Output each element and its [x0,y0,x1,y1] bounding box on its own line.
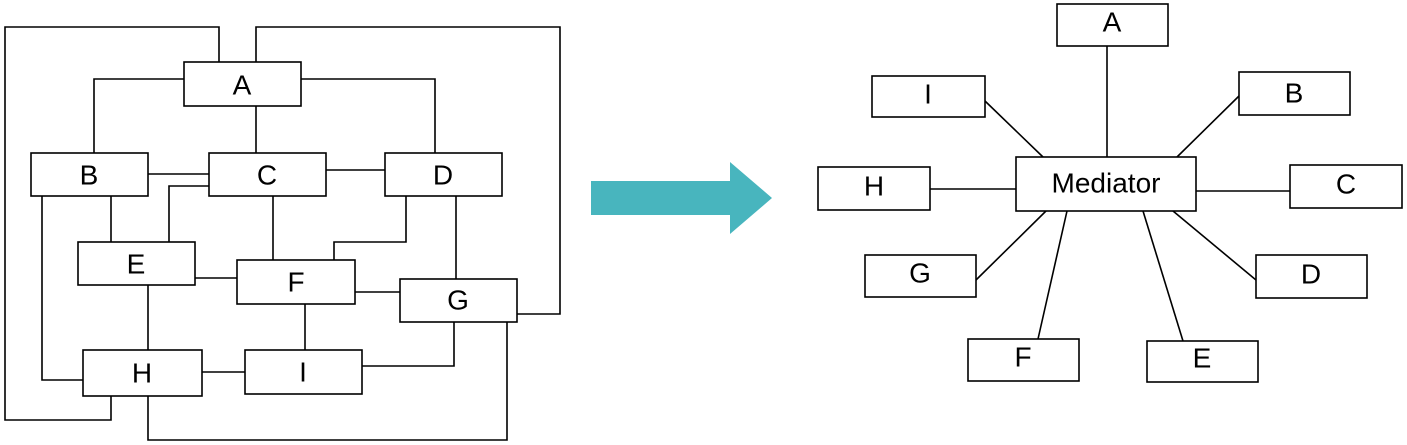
right-node-g: G [864,254,977,298]
right-node-a: A [1056,3,1169,47]
left-node-i: I [244,349,363,395]
left-node-e-label: E [127,249,146,280]
right-node-d-label: D [1301,259,1321,290]
spoke-i [984,100,1044,158]
right-node-c: C [1289,164,1403,209]
left-node-a: A [183,61,302,107]
edge-h-g-bottom [147,322,508,441]
right-node-i-label: I [924,79,932,110]
left-node-h: H [82,349,203,397]
left-node-i-label: I [299,357,307,388]
spoke-b [1176,95,1240,158]
left-node-b: B [30,152,149,197]
right-node-f-label: F [1014,342,1031,373]
left-node-g-label: G [447,285,469,316]
edge-c-e [168,185,209,242]
right-node-a-label: A [1103,7,1122,38]
right-node-i: I [871,75,986,118]
right-node-g-label: G [909,258,931,289]
left-node-f-label: F [287,267,304,298]
left-node-f: F [236,259,356,305]
spoke-g [975,210,1047,281]
left-node-g: G [399,278,518,323]
right-node-b-label: B [1285,78,1304,109]
left-mesh-diagram: A B C D E F G H [4,26,561,441]
spoke-e [1142,210,1184,342]
spoke-d [1172,210,1257,281]
left-node-h-label: H [132,358,152,389]
right-node-h-label: H [864,171,884,202]
edge-a-b [93,78,184,153]
edge-b-h [41,196,83,381]
left-node-a-label: A [233,70,252,101]
left-mesh-edges [4,26,561,441]
right-node-b: B [1238,71,1351,116]
edge-a-d [301,78,436,153]
left-node-c-label: C [257,160,277,191]
right-node-e-label: E [1193,343,1212,374]
left-node-c: C [208,152,327,197]
spoke-f [1037,210,1068,340]
right-node-e: E [1146,340,1259,383]
edge-g-i [362,322,455,367]
right-mediator-diagram: Mediator A B C D E F G [817,3,1403,383]
right-node-h: H [817,166,931,211]
left-node-d-label: D [433,160,453,191]
right-node-f: F [967,338,1080,382]
right-arrow-icon [591,162,772,234]
mediator-hub-label: Mediator [1052,168,1161,199]
left-node-d: D [384,152,503,197]
edge-a-g-outer [255,26,561,315]
mediator-hub: Mediator [1015,156,1197,212]
left-node-b-label: B [80,160,99,191]
right-node-d: D [1255,254,1368,299]
edge-d-f [333,196,407,260]
right-spoke-edges [930,46,1290,342]
right-node-c-label: C [1336,169,1356,200]
edge-a-h-outer [4,26,220,421]
left-node-e: E [77,241,196,286]
